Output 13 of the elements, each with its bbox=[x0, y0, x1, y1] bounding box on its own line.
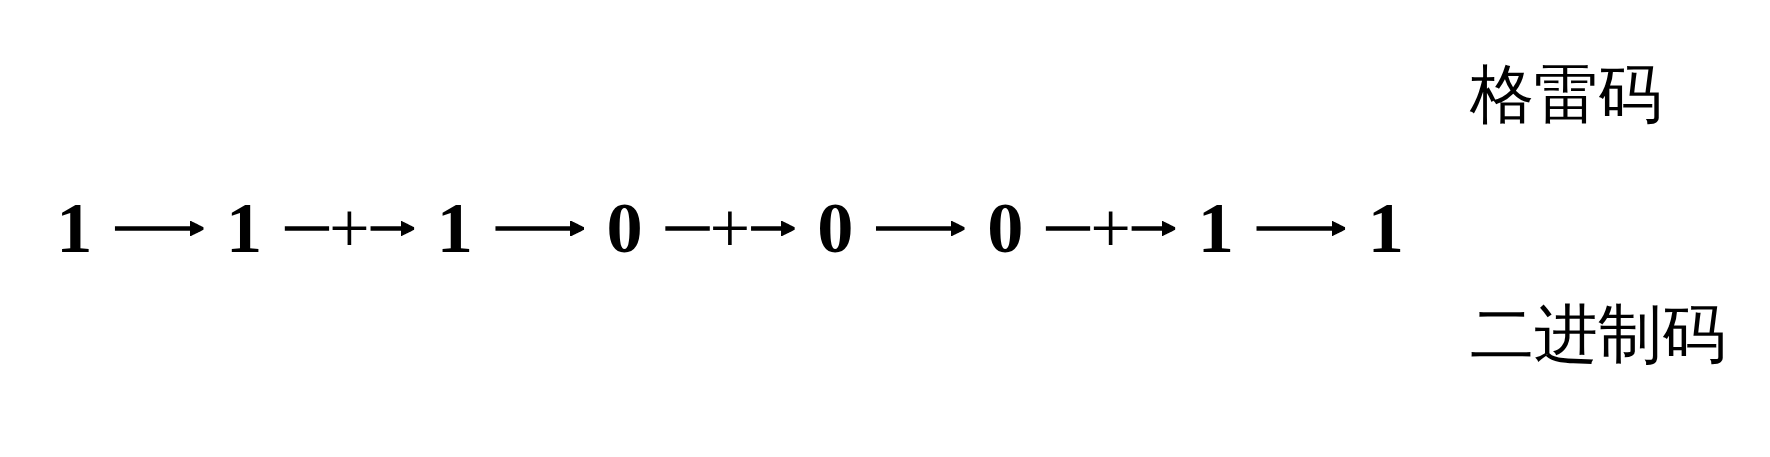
node-text: 0 bbox=[987, 186, 1024, 269]
node-text: 1 bbox=[1197, 186, 1234, 269]
edge-label: + bbox=[709, 186, 751, 269]
edge-label: + bbox=[1090, 186, 1131, 269]
edge-label: + bbox=[329, 186, 370, 269]
node-text: 1 bbox=[1367, 186, 1404, 269]
node-text: 1 bbox=[436, 186, 473, 269]
node-text: 1 bbox=[56, 186, 93, 269]
row-label: 二进制码 bbox=[1470, 300, 1726, 371]
node-text: 1 bbox=[226, 186, 263, 269]
node-text: 0 bbox=[817, 186, 854, 269]
node-text: 0 bbox=[606, 186, 643, 269]
row-label: 格雷码 bbox=[1470, 60, 1662, 131]
